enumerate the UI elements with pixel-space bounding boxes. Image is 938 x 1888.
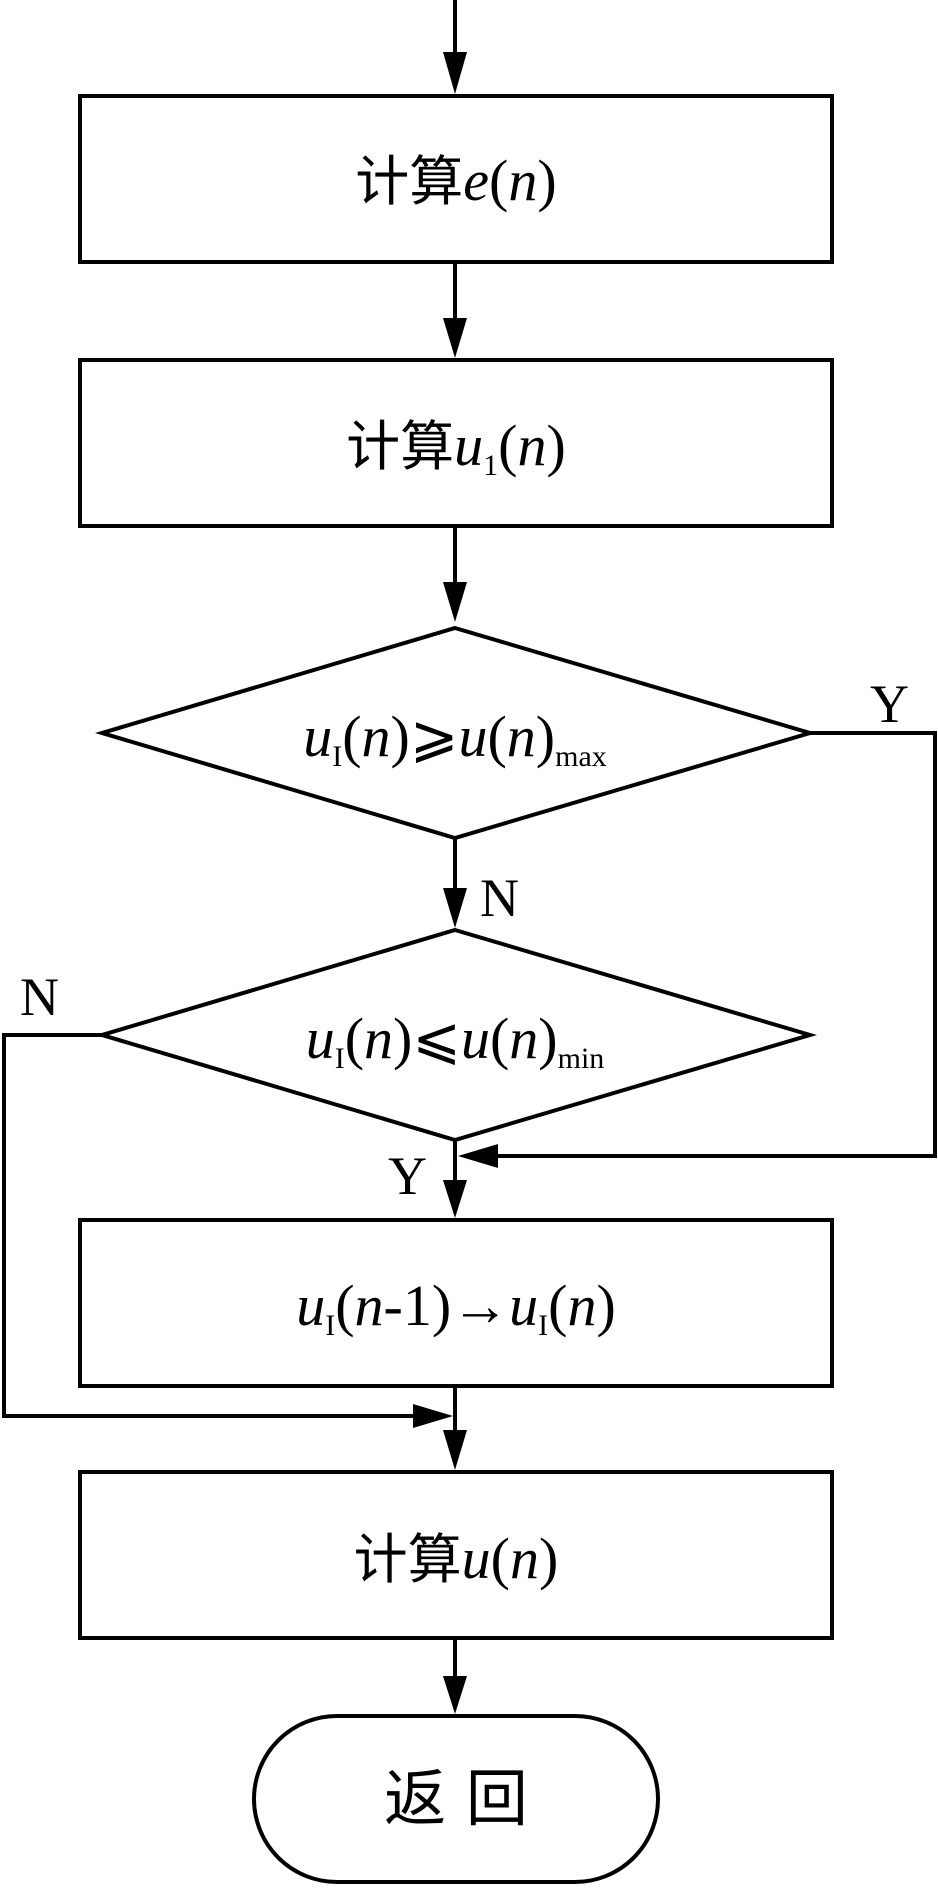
terminal-return-shape (252, 1714, 660, 1884)
arrow-assign-to-u (443, 1386, 467, 1470)
step-calc-u-label: 计算u(n) (354, 1526, 559, 1591)
arrow-min-yes (443, 1140, 467, 1218)
arrow-e-to-u1 (443, 262, 467, 358)
decision-max-label: uI(n)⩾u(n)max (303, 704, 607, 773)
step-calc-u1-label: 计算u1(n) (346, 413, 566, 482)
label-min-no: N (20, 967, 59, 1027)
arrow-min-no (2, 1033, 453, 1428)
arrow-u1-to-max (443, 526, 467, 622)
step-calc-u1: 计算u1(n) (78, 358, 834, 528)
step-calc-u1-box (78, 358, 834, 528)
step-assign: uI(n-1)→uI(n) (78, 1218, 834, 1388)
decision-max: uI(n)⩾u(n)max (94, 625, 818, 841)
step-calc-u-box (78, 1470, 834, 1640)
step-assign-box (78, 1218, 834, 1388)
arrow-max-yes (458, 731, 937, 1168)
arrow-u-to-return (443, 1638, 467, 1714)
entry-arrow (443, 0, 467, 94)
step-calc-u: 计算u(n) (78, 1470, 834, 1640)
label-max-no: N (480, 868, 519, 928)
step-assign-label: uI(n-1)→uI(n) (296, 1273, 616, 1342)
terminal-return: 返 回 (252, 1714, 660, 1884)
label-min-yes: Y (388, 1146, 427, 1206)
step-calc-e-label: 计算e(n) (355, 148, 556, 213)
arrow-max-no (443, 838, 467, 928)
step-calc-e: 计算e(n) (78, 94, 834, 264)
terminal-return-label: 返 回 (384, 1762, 528, 1835)
decision-min: uI(n)⩽u(n)min (94, 927, 818, 1143)
label-max-yes: Y (870, 674, 909, 734)
decision-min-label: uI(n)⩽u(n)min (306, 1006, 605, 1075)
